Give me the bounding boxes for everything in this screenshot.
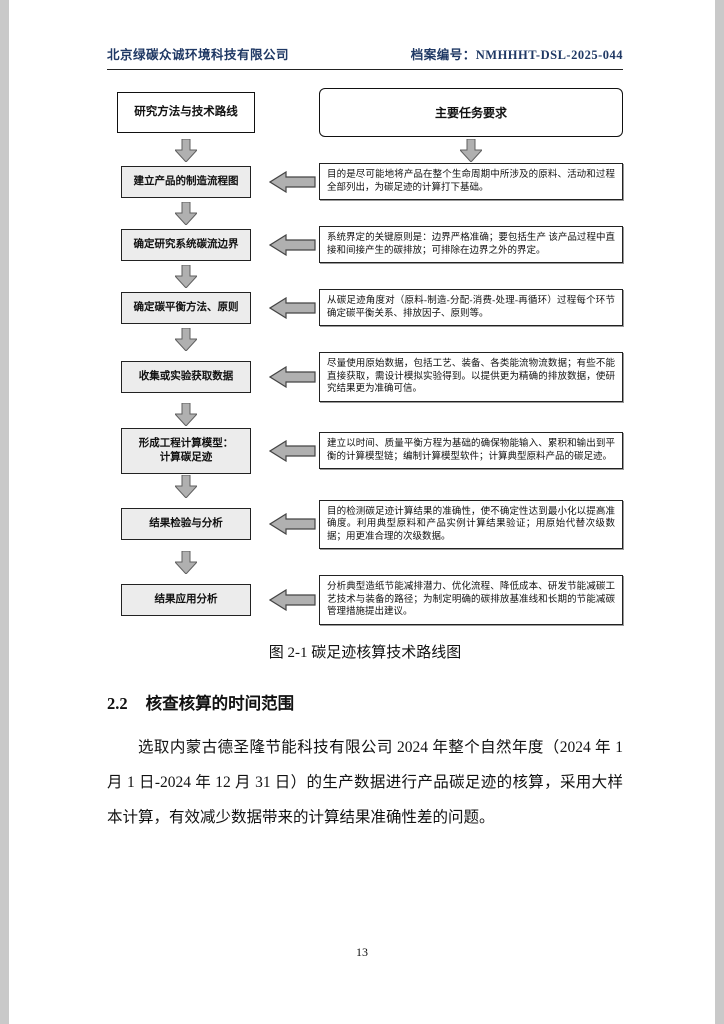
flowchart-connector [107,402,623,428]
down-arrow-icon [460,138,482,162]
flow-step-row: 结果检验与分析 目的检测碳足迹计算结果的准确性，使不确定性达到最小化以提高准确度… [107,499,623,549]
flowchart-connector [107,200,623,226]
flow-step-box: 确定研究系统碳流边界 [121,228,251,261]
flow-desc-box: 从碳足迹角度对（原料-制造-分配-消费-处理-再循环）过程每个环节确定碳平衡关系… [319,289,623,326]
flow-step-row: 结果应用分析 分析典型造纸节能减排潜力、优化流程、降低成本、研发节能减碳工艺技术… [107,575,623,625]
flowchart-connector [107,137,623,163]
file-number-label: 档案编号： [410,48,476,62]
flow-step-box: 收集或实验获取数据 [121,360,251,393]
flowchart-header-row: 研究方法与技术路线 主要任务要求 [107,88,623,137]
flowchart-connector [107,263,623,289]
down-arrow-icon [175,475,197,498]
down-arrow-icon [175,264,197,288]
flow-step-row: 确定研究系统碳流边界 系统界定的关键原则是：边界严格准确；要包括生产 该产品过程… [107,226,623,263]
left-arrow-icon [268,513,316,535]
flow-step-box: 确定碳平衡方法、原则 [121,291,251,324]
flow-step-box: 形成工程计算模型： 计算碳足迹 [121,427,251,474]
file-number-group: 档案编号：NMHHHT-DSL-2025-044 [411,44,623,63]
left-arrow-icon [268,439,316,462]
flow-step-box: 结果检验与分析 [121,508,251,541]
flow-step-row: 形成工程计算模型： 计算碳足迹 建立以时间、质量平衡方程为基础的确保物能输入、累… [107,427,623,474]
body-paragraph: 选取内蒙古德圣隆节能科技有限公司 2024 年整个自然年度（2024 年 1 月… [107,738,623,826]
down-arrow-icon [175,403,197,426]
flowchart: 研究方法与技术路线 主要任务要求 建立产品的制造流程图 目的是尽可能地将产品在整… [107,88,623,625]
flowchart-connector [107,474,623,500]
flow-step-row: 确定碳平衡方法、原则 从碳足迹角度对（原料-制造-分配-消费-处理-再循环）过程… [107,289,623,326]
down-arrow-icon [175,327,197,351]
flow-desc-box: 建立以时间、质量平衡方程为基础的确保物能输入、累积和输出到平衡的计算模型链；编制… [319,432,623,469]
flowchart-connector [107,549,623,575]
flow-step-row: 收集或实验获取数据 尽量使用原始数据，包括工艺、装备、各类能流物流数据；有些不能… [107,352,623,402]
file-number: NMHHHT-DSL-2025-044 [475,48,623,62]
company-name: 北京绿碳众诚环境科技有限公司 [107,48,290,62]
left-arrow-icon [268,170,316,193]
right-column-header: 主要任务要求 [319,88,623,137]
down-arrow-icon [175,138,197,162]
flow-desc-box: 目的检测碳足迹计算结果的准确性，使不确定性达到最小化以提高准确度。利用典型原料和… [319,499,623,549]
down-arrow-icon [175,550,197,574]
page-number: 13 [356,945,368,959]
section-number: 2.2 [107,693,128,713]
left-arrow-icon [268,233,316,256]
section-title: 核查核算的时间范围 [145,693,295,713]
header-rule [107,69,623,70]
flow-desc-box: 分析典型造纸节能减排潜力、优化流程、降低成本、研发节能减碳工艺技术与装备的路径；… [319,575,623,625]
flow-desc-box: 尽量使用原始数据，包括工艺、装备、各类能流物流数据；有些不能直接获取，需设计模拟… [319,352,623,402]
flow-step-row: 建立产品的制造流程图 目的是尽可能地将产品在整个生命周期中所涉及的原料、活动和过… [107,163,623,200]
left-arrow-icon [268,296,316,319]
figure-caption: 图 2-1 碳足迹核算技术路线图 [268,644,462,661]
flowchart-connector [107,326,623,352]
section-heading: 2.2 核查核算的时间范围 [107,690,623,714]
flow-step-box: 建立产品的制造流程图 [121,165,251,198]
left-arrow-icon [268,589,316,611]
left-arrow-icon [268,366,316,388]
down-arrow-icon [175,201,197,225]
left-column-header: 研究方法与技术路线 [117,92,255,133]
flow-step-box: 结果应用分析 [121,583,251,616]
document-header: 北京绿碳众诚环境科技有限公司 档案编号：NMHHHT-DSL-2025-044 [107,44,623,63]
flow-desc-box: 系统界定的关键原则是：边界严格准确；要包括生产 该产品过程中直接和间接产生的碳排… [319,226,623,263]
flow-desc-box: 目的是尽可能地将产品在整个生命周期中所涉及的原料、活动和过程全部列出，为碳足迹的… [319,163,623,200]
document-page: 北京绿碳众诚环境科技有限公司 档案编号：NMHHHT-DSL-2025-044 … [9,0,715,1024]
